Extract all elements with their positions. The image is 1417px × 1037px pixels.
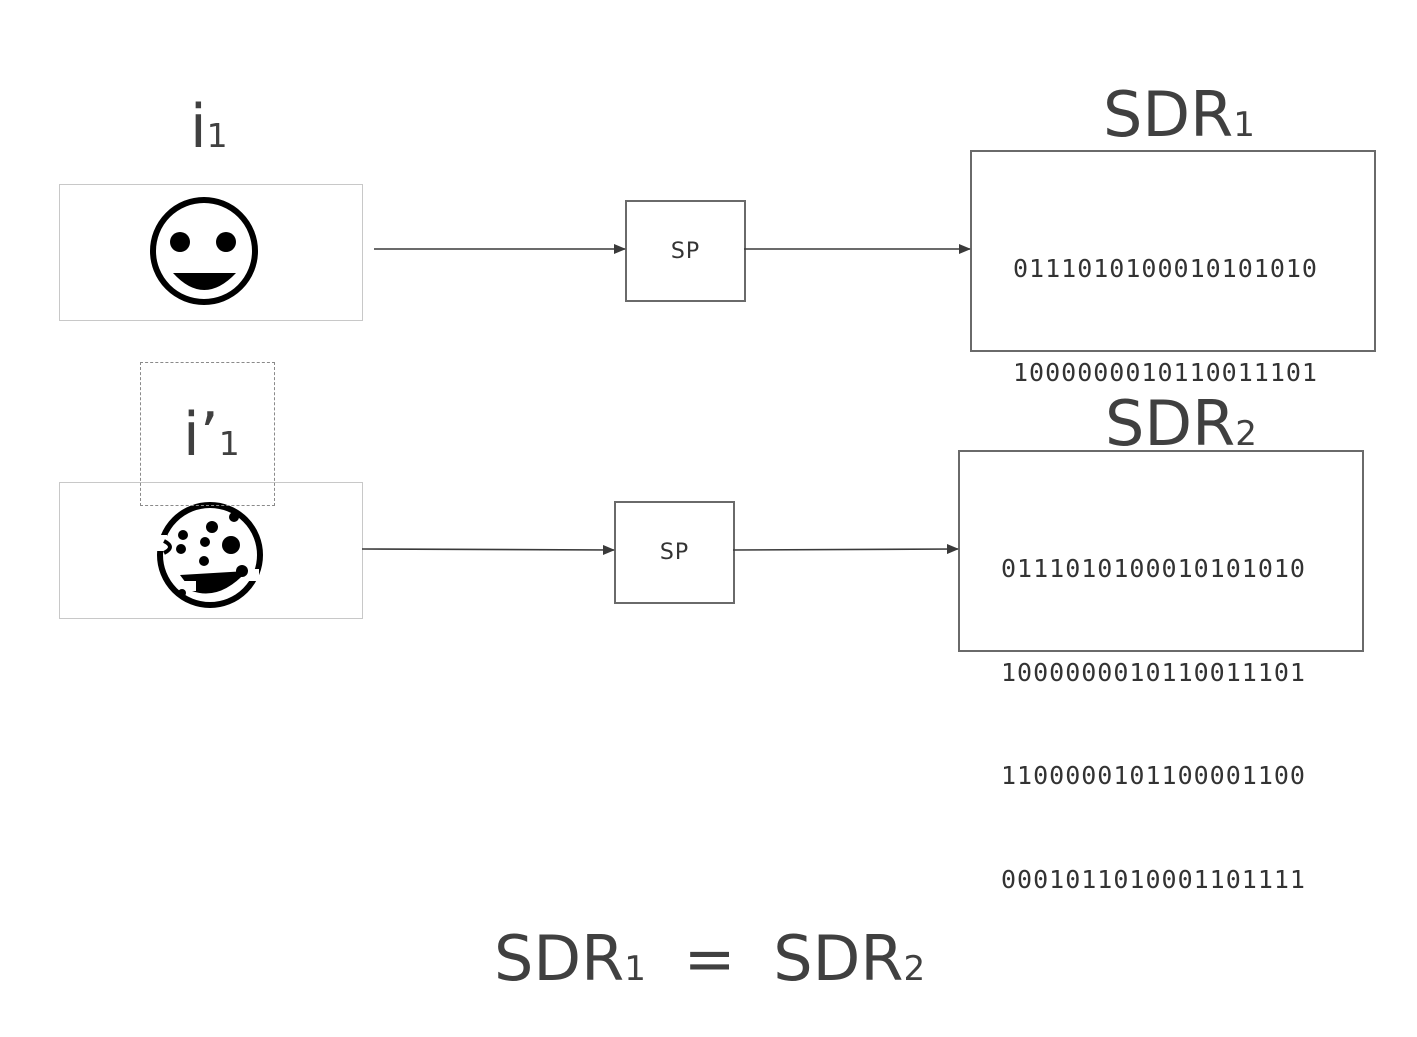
equation-operator: = — [683, 922, 736, 995]
sdr-label-2: SDR2 — [1105, 387, 1257, 460]
equation: SDR1 = SDR2 — [494, 922, 925, 995]
input-image-box-1 — [59, 184, 363, 321]
sp-box-2: SP — [614, 501, 735, 604]
arrow-sp-to-sdr-2 — [732, 544, 959, 555]
equation-left: SDR — [494, 922, 625, 995]
equation-right-sub: 2 — [903, 949, 926, 989]
sdr-bit-row: 0111010100010101010 — [1001, 554, 1306, 583]
sdr-label-1: SDR1 — [1103, 78, 1255, 151]
sdr-bit-row: 1100000101100001100 — [1001, 761, 1306, 790]
sdr-bit-row: 0111010100010101010 — [1013, 254, 1318, 283]
sdr-bit-row: 1000000010110011101 — [1001, 657, 1306, 687]
arrow-input-to-sp-2 — [361, 544, 615, 555]
sdr-bits-2: 0111010100010101010 1000000010110011101 … — [1001, 483, 1306, 966]
input-label-2-frame — [140, 362, 275, 506]
sdr-bit-row: 0001011010001101111 — [1001, 864, 1306, 894]
noisy-smiley-face-icon — [148, 502, 273, 618]
input-image-box-2 — [59, 482, 363, 619]
input-label-2: i’1 — [183, 400, 240, 470]
sdr-bit-row: 1000000010110011101 — [1013, 357, 1318, 387]
equation-left-sub: 1 — [624, 949, 646, 989]
sdr-box-2: 0111010100010101010 1000000010110011101 … — [958, 450, 1364, 894]
sp-box-1: SP — [625, 200, 746, 302]
input-label-1: i1 — [190, 92, 228, 162]
equation-right: SDR — [773, 922, 904, 995]
smiley-face-icon — [150, 197, 258, 305]
